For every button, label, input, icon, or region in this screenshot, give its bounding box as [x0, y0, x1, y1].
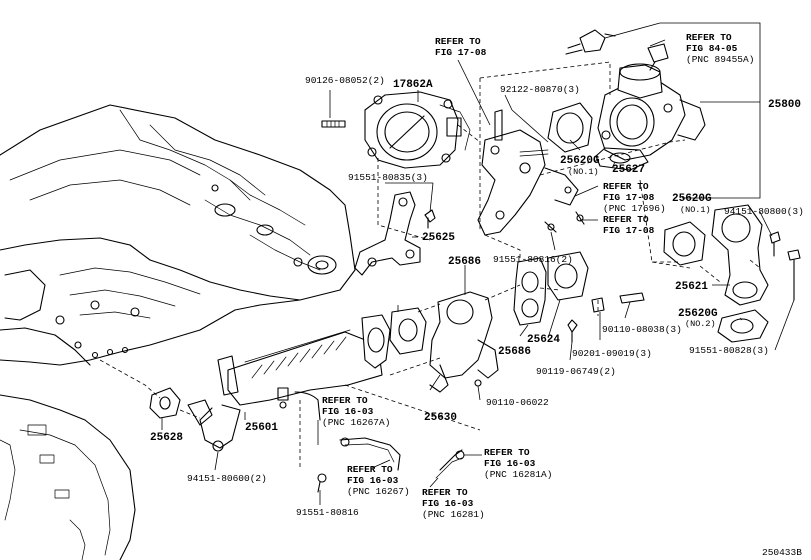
gasket-25627: [595, 147, 649, 171]
label-25620g-right: 25620G: [672, 193, 712, 205]
ref-16281a-line2: FIG 16-03: [484, 458, 536, 469]
label-91551-80835: 91551-80835(3): [348, 172, 428, 183]
ref-16267a-line3: (PNC 16267A): [322, 417, 390, 428]
gasket-25620g-top: [547, 102, 593, 153]
label-90119-06749: 90119-06749(2): [536, 366, 616, 377]
engine-block-illustration: [0, 104, 356, 560]
label-25620g-no2: 25620G: [678, 308, 718, 320]
ref-1708b-line2: FIG 17-08: [603, 225, 655, 236]
part-labels: 90126-08052(2) 17862A 91551-80835(3) 256…: [150, 75, 804, 518]
egr-pipe-assembly: [477, 109, 585, 236]
label-92122-80870: 92122-80870(3): [500, 84, 580, 95]
label-25621: 25621: [675, 281, 708, 293]
diagram-id: 250433B: [762, 547, 802, 558]
gasket-25620g-right: [663, 221, 706, 266]
bolts-mid: [567, 292, 645, 343]
ref-1708b-line1: REFER TO: [603, 214, 649, 225]
hoses: [294, 391, 465, 493]
egr-pipe-25621: [711, 204, 769, 306]
reference-notes: REFER TO FIG 17-08 REFER TO FIG 84-05 (P…: [322, 32, 754, 520]
ref-17696-line2: FIG 17-08: [603, 192, 655, 203]
bracket-25625: [354, 191, 436, 276]
ref-84-line1: REFER TO: [686, 32, 732, 43]
egr-valve-25800: [597, 43, 706, 161]
label-25601: 25601: [245, 422, 278, 434]
ref-16267-line1: REFER TO: [347, 464, 393, 475]
ref-16267a-line1: REFER TO: [322, 395, 368, 406]
ref-top-line2: FIG 17-08: [435, 47, 487, 58]
label-94151-80600: 94151-80600(2): [187, 473, 267, 484]
label-17862a: 17862A: [393, 79, 433, 91]
label-94151-80800: 94151-80800(3): [724, 206, 804, 217]
gasket-25628: [149, 387, 181, 419]
ref-17696-line3: (PNC 17696): [603, 203, 666, 214]
label-90126-08052: 90126-08052(2): [305, 75, 385, 86]
gasket-25624: [547, 251, 589, 301]
label-25628: 25628: [150, 432, 183, 444]
label-25620g-top-sub: (NO.1): [568, 167, 599, 177]
dashed-boundaries: [99, 61, 761, 470]
leader-lines: [161, 22, 795, 505]
label-90110-06022: 90110-06022: [486, 397, 549, 408]
ref-top-line1: REFER TO: [435, 36, 481, 47]
vacuum-sensor-part: [565, 29, 616, 55]
ref-16281a-line3: (PNC 16281A): [484, 469, 552, 480]
ref-16281-line1: REFER TO: [422, 487, 468, 498]
egr-pipe-25630: [429, 291, 499, 393]
label-25625: 25625: [422, 232, 455, 244]
throttle-body-17862a: [321, 91, 471, 169]
ref-84-line2: FIG 84-05: [686, 43, 738, 54]
label-25800: 25800: [768, 99, 801, 111]
label-90110-08038: 90110-08038(3): [602, 324, 682, 335]
gasket-25686-left: [389, 307, 427, 355]
ref-16267-line3: (PNC 16267): [347, 486, 410, 497]
label-25630: 25630: [424, 412, 457, 424]
ref-16281a-line1: REFER TO: [484, 447, 530, 458]
ref-17696-line1: REFER TO: [603, 181, 649, 192]
label-91551-80816-2: 91551-80816(2): [493, 254, 573, 265]
label-90201-09019: 90201-09019(3): [572, 348, 652, 359]
ref-16267-line2: FIG 16-03: [347, 475, 399, 486]
egr-cooler-25601: [187, 314, 391, 452]
gasket-25686-right: [513, 257, 547, 326]
label-25620g-no2-sub: (NO.2): [685, 319, 716, 329]
bolts-right: [769, 231, 801, 301]
ref-16267a-line2: FIG 16-03: [322, 406, 374, 417]
label-25686-top: 25686: [448, 256, 481, 268]
gasket-25620g-no2: [717, 309, 769, 343]
ref-84-line3: (PNC 89455A): [686, 54, 754, 65]
ref-16281-line3: (PNC 16281): [422, 509, 485, 520]
label-91551-80816: 91551-80816: [296, 507, 359, 518]
label-25620g-right-sub: (NO.1): [680, 205, 711, 215]
label-25627: 25627: [612, 164, 645, 176]
ref-16281-line2: FIG 16-03: [422, 498, 474, 509]
label-25686-bottom: 25686: [498, 346, 531, 358]
label-91551-80828: 91551-80828(3): [689, 345, 769, 356]
label-25620g-top: 25620G: [560, 155, 600, 167]
label-25624: 25624: [527, 334, 560, 346]
